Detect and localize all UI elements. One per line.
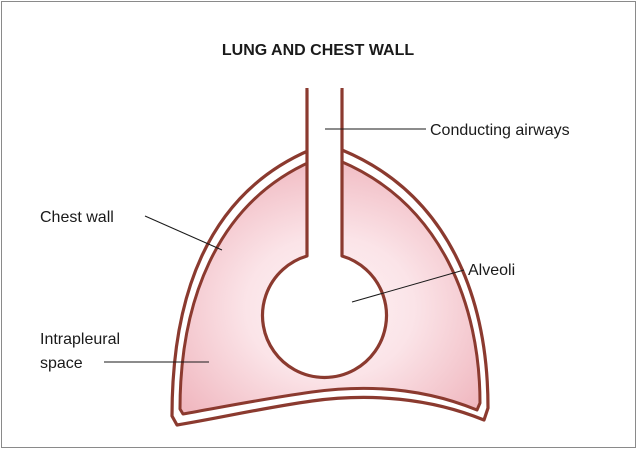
- label-chest-wall: Chest wall: [40, 209, 114, 226]
- diagram-title: LUNG AND CHEST WALL: [222, 42, 415, 59]
- label-intrapleural-line1: Intrapleural: [40, 331, 120, 348]
- label-alveoli: Alveoli: [468, 262, 515, 279]
- label-intrapleural-line2: space: [40, 355, 83, 372]
- label-conducting-airways: Conducting airways: [430, 122, 570, 139]
- leader-chest-wall: [145, 216, 222, 250]
- airway-opening: [309, 80, 341, 90]
